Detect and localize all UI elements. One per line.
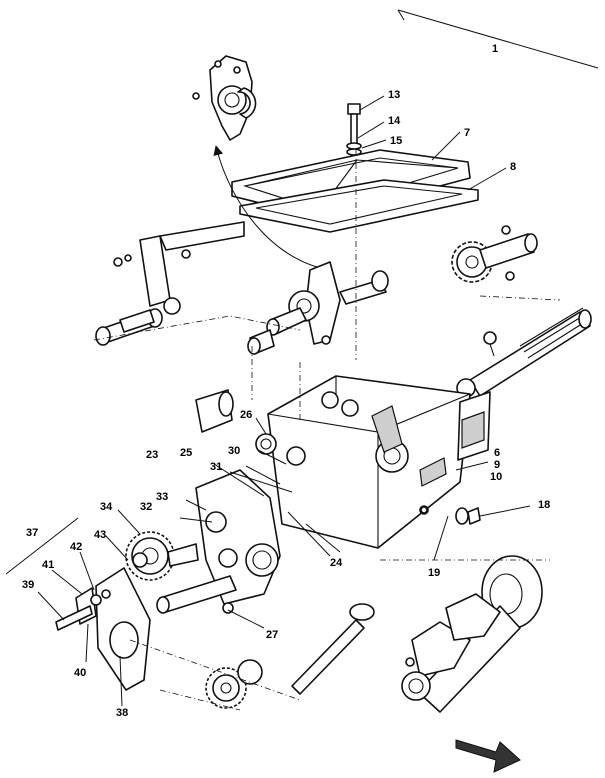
crank-assembly xyxy=(95,221,245,346)
callout-6: 6 xyxy=(494,447,500,459)
leader-lines xyxy=(37,95,531,707)
callout-10: 10 xyxy=(490,471,502,483)
callout-32: 32 xyxy=(140,501,152,513)
relocation-arrow xyxy=(213,145,331,271)
sleeve-parts xyxy=(195,389,306,466)
cover-bolt xyxy=(346,103,362,156)
callout-14: 14 xyxy=(388,115,401,127)
callout-39: 39 xyxy=(22,579,34,591)
callout-8: 8 xyxy=(510,161,516,173)
shift-lever-plate xyxy=(192,55,257,141)
selector-mechanism xyxy=(247,261,389,355)
bolt-18-19 xyxy=(420,506,481,525)
callout-37: 37 xyxy=(26,527,38,539)
callout-7: 7 xyxy=(464,127,470,139)
end-cover-38 xyxy=(55,567,151,691)
callout-15: 15 xyxy=(390,135,402,147)
callout-30: 30 xyxy=(228,445,240,457)
callout-38: 38 xyxy=(116,707,128,719)
callout-40: 40 xyxy=(74,667,86,679)
callout-24: 24 xyxy=(330,557,343,569)
assembly-bracket-1 xyxy=(397,9,599,69)
bottom-gear xyxy=(205,659,263,709)
rotor-assembly xyxy=(401,555,543,713)
cover-gasket xyxy=(239,179,479,233)
callout-33: 33 xyxy=(156,491,168,503)
callout-1: 1 xyxy=(492,43,498,55)
callout-19: 19 xyxy=(428,567,440,579)
alignment-lines xyxy=(93,150,561,711)
callout-23: 23 xyxy=(146,449,158,461)
assembly-bracket-37 xyxy=(5,517,79,575)
callout-42: 42 xyxy=(70,541,82,553)
long-pin xyxy=(291,603,375,695)
drive-sprocket xyxy=(451,225,538,283)
callout-9: 9 xyxy=(494,459,500,471)
callout-31: 31 xyxy=(210,461,222,473)
front-side-plate xyxy=(156,469,281,614)
gear-cluster xyxy=(125,531,199,581)
callout-41: 41 xyxy=(42,559,54,571)
callout-labels: 1 13 14 15 7 8 26 30 23 25 31 33 32 34 4… xyxy=(22,43,550,719)
direction-arrow xyxy=(455,739,521,773)
callout-27: 27 xyxy=(266,629,278,641)
callout-25: 25 xyxy=(180,447,192,459)
splined-shaft xyxy=(456,307,592,398)
callout-26: 26 xyxy=(240,409,252,421)
callout-13: 13 xyxy=(388,89,400,101)
gearbox-housing xyxy=(267,375,491,549)
callout-18: 18 xyxy=(538,499,550,511)
callout-34: 34 xyxy=(100,501,113,513)
callout-43: 43 xyxy=(94,529,106,541)
